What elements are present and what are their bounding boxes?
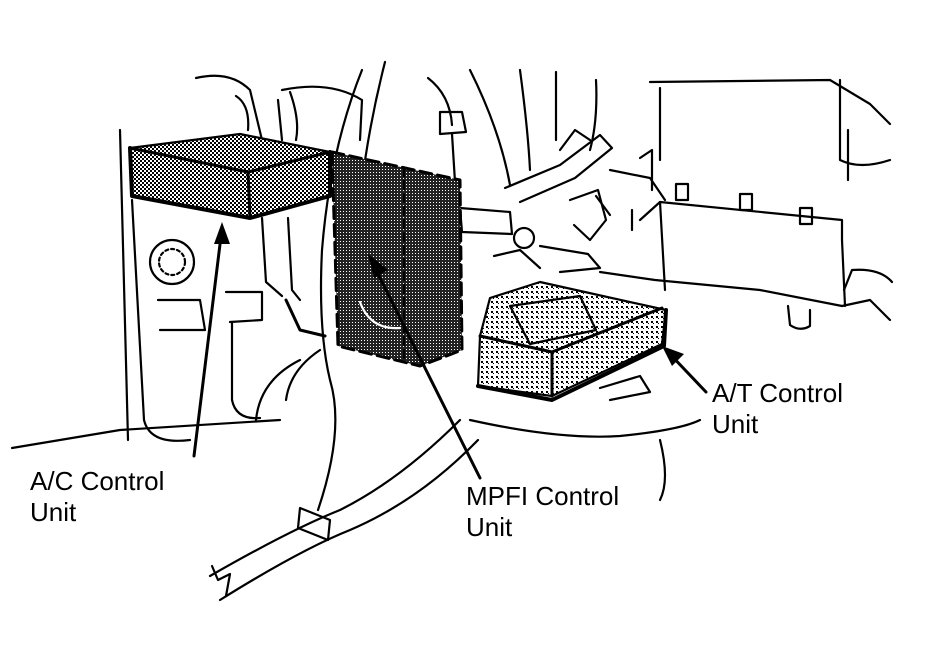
right-firewall-structure [554,70,894,330]
mpfi-label-line1: MPFI Control [466,481,620,511]
at-arrowhead [662,346,684,366]
mpfi-arrowhead [368,254,388,278]
ac-leader-line [192,226,224,458]
ac-label-line2: Unit [30,497,77,527]
mpfi-control-unit-box [284,150,464,368]
ac-label-line1: A/C Control [30,466,165,496]
left-kick-panel [10,74,282,450]
leader-arrowheads [214,222,684,366]
ac-control-unit-box [128,132,332,302]
at-label-line1: A/T Control [712,378,844,408]
ac-control-unit-label: A/C Control Unit [30,466,164,528]
mpfi-control-unit-label: MPFI Control Unit [466,481,619,543]
mpfi-leader-line [370,260,482,480]
wiring-harness [208,348,702,602]
at-control-unit-box [476,280,668,402]
linkage-bracket [458,128,614,274]
mpfi-label-line2: Unit [466,512,513,542]
ac-arrowhead [214,222,230,244]
at-control-unit-label: A/T Control Unit [712,378,843,440]
at-label-line2: Unit [712,409,759,439]
